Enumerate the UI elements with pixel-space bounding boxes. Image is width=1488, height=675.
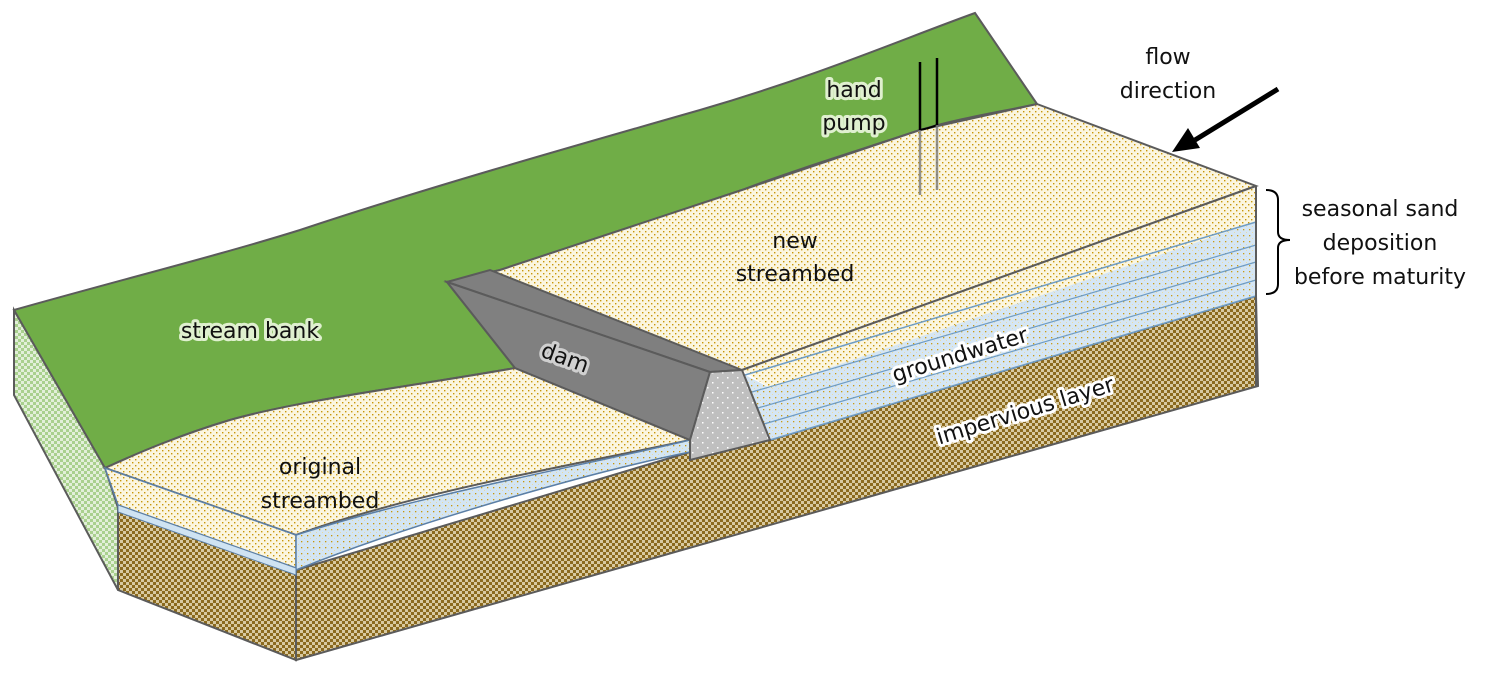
original-streambed-surface (102, 366, 694, 537)
hand-pump-icon (918, 58, 939, 195)
hand-pump-label-1: hand (826, 78, 881, 103)
flow-direction-label-2: direction (1120, 79, 1216, 104)
new-streambed-label-1: new (772, 229, 817, 254)
seasonal-deposition-brace-icon (1265, 189, 1291, 295)
flow-direction-arrow-icon (1172, 86, 1280, 152)
seasonal-deposition-label-2: deposition (1323, 231, 1438, 256)
new-streambed-label-2: streambed (736, 262, 855, 287)
dam-cross-section (689, 368, 772, 462)
original-streambed-label-1: original (279, 455, 361, 480)
hand-pump-label-2: pump (822, 111, 885, 136)
stream-bank-label: stream bank (181, 319, 319, 344)
original-streambed-label-2: streambed (261, 489, 380, 514)
groundwater-side (745, 222, 1256, 440)
seasonal-deposition-label-3: before maturity (1294, 265, 1466, 290)
flow-direction-label-1: flow (1145, 45, 1190, 70)
seasonal-deposition-label-1: seasonal sand (1302, 197, 1459, 222)
